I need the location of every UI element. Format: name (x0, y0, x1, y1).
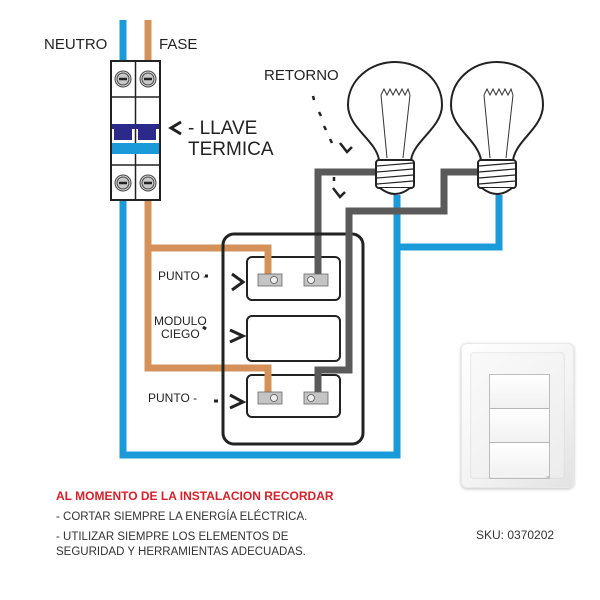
punto-label-1: PUNTO - (158, 269, 208, 283)
neutral-wire (119, 20, 503, 459)
modulo-ciego-label: MODULO CIEGO (154, 315, 207, 341)
switch-key (490, 443, 549, 476)
light-bulb-2 (449, 60, 545, 195)
punto-label-2: PUNTO - (148, 391, 198, 405)
retorno-label: RETORNO (264, 67, 339, 84)
light-bulb-1 (346, 60, 444, 195)
modulo-line-1: MODULO (154, 314, 207, 328)
switch-key (490, 375, 549, 409)
switch-box (221, 232, 365, 446)
switch-key (490, 409, 549, 443)
retorno-arrow-icon (311, 95, 353, 199)
module-arrows (202, 272, 247, 410)
neutro-label: NEUTRO (44, 36, 108, 53)
installation-notes: AL MOMENTO DE LA INSTALACION RECORDAR - … (56, 489, 336, 565)
llave-line-2: TERMICA (188, 139, 274, 160)
llave-termica-label: - LLAVE TERMICA (188, 118, 274, 160)
llave-line-1: - LLAVE (188, 118, 258, 139)
switch-plate-photo (461, 343, 574, 488)
note-item: - CORTAR SIEMPRE LA ENERGÍA ELÉCTRICA. (56, 511, 308, 523)
modulo-line-2: CIEGO (161, 327, 200, 341)
sku-label: SKU: 0370202 (476, 528, 555, 542)
note-item: - UTILIZAR SIEMPRE LOS ELEMENTOS DE SEGU… (56, 531, 306, 558)
switch-terminals (257, 273, 329, 405)
llave-arrow-icon (168, 120, 182, 136)
circuit-breaker (110, 60, 161, 201)
notes-title: AL MOMENTO DE LA INSTALACION RECORDAR (56, 489, 334, 503)
switch-keys (489, 374, 550, 479)
fase-label: FASE (159, 36, 198, 53)
